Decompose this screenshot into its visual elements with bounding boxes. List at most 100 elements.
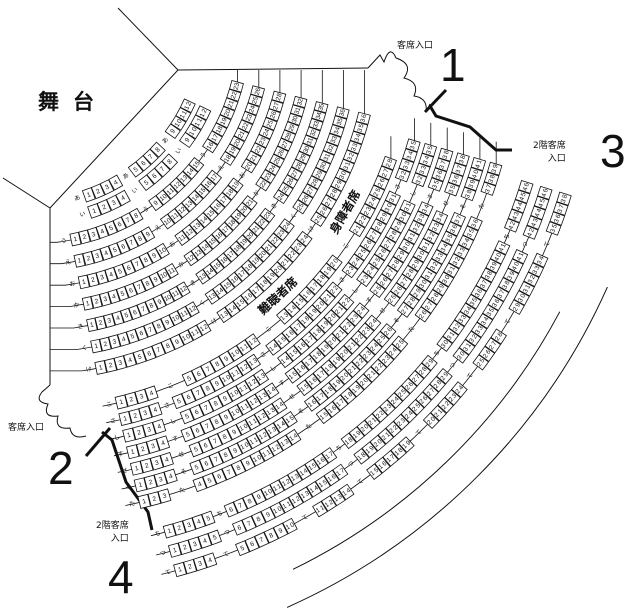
seat[interactable]: 14 — [196, 212, 212, 229]
seat[interactable]: 4 — [163, 468, 178, 485]
seat[interactable]: 24 — [278, 218, 295, 234]
seat[interactable]: 9 — [160, 314, 175, 331]
seat[interactable]: 38 — [460, 186, 477, 202]
seat[interactable]: 38 — [438, 147, 454, 162]
seat[interactable]: 23 — [357, 322, 375, 340]
seat[interactable]: 7 — [130, 256, 145, 272]
seat[interactable]: 9 — [148, 195, 164, 212]
seat[interactable]: 22 — [237, 119, 254, 134]
seat[interactable]: 24 — [386, 392, 404, 409]
seat[interactable]: 8 — [208, 395, 224, 412]
seat[interactable]: 18 — [297, 311, 314, 329]
seat[interactable]: 15 — [304, 458, 321, 475]
seat[interactable]: 30 — [394, 208, 412, 225]
seat[interactable]: 37 — [449, 211, 467, 227]
seat[interactable]: 1 — [73, 253, 86, 268]
seat[interactable]: 21 — [248, 221, 264, 237]
seat[interactable]: 28 — [490, 328, 507, 345]
seat[interactable]: 24 — [347, 253, 365, 270]
seat[interactable]: 12 — [183, 250, 199, 267]
seat[interactable]: 5 — [171, 393, 187, 410]
seat[interactable]: 34 — [532, 252, 549, 268]
seat[interactable]: 33 — [527, 262, 545, 278]
seat[interactable]: 10 — [282, 517, 298, 535]
seat[interactable]: 13 — [181, 196, 197, 213]
seat[interactable]: 18 — [211, 122, 228, 137]
seat[interactable]: 3 — [146, 438, 160, 454]
seat[interactable]: 15 — [315, 407, 333, 425]
seat[interactable]: 30 — [398, 238, 415, 254]
seat[interactable]: 21 — [363, 366, 380, 383]
seat[interactable]: 14 — [306, 481, 322, 498]
seat[interactable]: 13 — [195, 268, 211, 285]
seat[interactable]: 31 — [420, 267, 437, 283]
seat[interactable]: 19 — [230, 208, 246, 225]
seat[interactable]: 23 — [259, 207, 276, 223]
seat[interactable]: 5 — [235, 540, 250, 557]
seat[interactable]: 24 — [258, 125, 275, 140]
seat[interactable]: 35 — [421, 143, 438, 157]
seat[interactable]: 19 — [215, 114, 232, 129]
seat[interactable]: 36 — [445, 221, 462, 237]
seat[interactable]: 17 — [332, 394, 349, 412]
seat[interactable]: 29 — [330, 176, 347, 192]
seat[interactable]: 34 — [329, 124, 345, 138]
seat[interactable]: 14 — [283, 300, 301, 318]
seat[interactable]: 7 — [143, 322, 158, 338]
seat[interactable]: 15 — [273, 332, 290, 350]
seat[interactable]: 33 — [470, 321, 488, 338]
seat[interactable]: 32 — [422, 228, 440, 245]
seat[interactable]: 10 — [155, 189, 171, 206]
seat[interactable]: 14 — [224, 300, 241, 318]
seat[interactable]: 10 — [170, 115, 187, 131]
seat[interactable]: 34 — [349, 130, 366, 145]
seat[interactable]: 18 — [229, 240, 246, 257]
seat[interactable]: 23 — [356, 270, 373, 288]
seat[interactable]: 26 — [414, 306, 432, 323]
seat[interactable]: 34 — [436, 239, 453, 256]
seat[interactable]: 7 — [198, 399, 214, 416]
seat[interactable]: 28 — [426, 289, 444, 306]
seat[interactable]: 26 — [375, 273, 393, 290]
seat[interactable]: 9 — [209, 375, 225, 392]
seat[interactable]: 19 — [319, 262, 337, 279]
seat[interactable]: 8 — [200, 380, 216, 397]
seat[interactable]: 22 — [337, 293, 355, 311]
seat[interactable]: 12 — [195, 105, 212, 121]
seat[interactable]: 21 — [223, 97, 239, 111]
seat[interactable]: 25 — [407, 399, 425, 416]
seat[interactable]: 21 — [241, 195, 258, 211]
seat[interactable]: 1 — [81, 187, 96, 203]
seat[interactable]: 23 — [345, 310, 363, 327]
seat[interactable]: 14 — [338, 483, 355, 501]
seat[interactable]: 2 — [99, 336, 112, 352]
seat[interactable]: 17 — [301, 331, 318, 348]
seat[interactable]: 20 — [240, 158, 257, 174]
seat[interactable]: 33 — [427, 219, 444, 235]
seat[interactable]: 34 — [402, 148, 418, 163]
seat[interactable]: 19 — [247, 253, 264, 269]
seat[interactable]: 15 — [194, 183, 210, 200]
seat[interactable]: 2 — [147, 491, 162, 507]
seat[interactable]: 24 — [364, 314, 382, 332]
seat[interactable]: 3 — [95, 269, 109, 285]
seat[interactable]: 1 — [137, 493, 151, 509]
seat[interactable]: 31 — [302, 134, 318, 148]
seat[interactable]: 22 — [338, 317, 356, 335]
seat[interactable]: 28 — [401, 264, 419, 281]
seat[interactable]: 11 — [269, 479, 285, 496]
seat[interactable]: 1 — [129, 460, 144, 476]
seat[interactable]: 29 — [407, 256, 424, 272]
seat[interactable]: 3 — [103, 313, 116, 328]
seat[interactable]: 25 — [472, 354, 490, 371]
seat[interactable]: 46 — [537, 185, 553, 200]
seat[interactable]: 8 — [209, 355, 226, 373]
seat[interactable]: 20 — [323, 309, 341, 326]
seat[interactable]: 31 — [399, 199, 416, 215]
seat[interactable]: 18 — [241, 259, 257, 276]
seat[interactable]: 23 — [229, 80, 244, 93]
seat[interactable]: 11 — [162, 183, 179, 200]
seat[interactable]: 10 — [227, 404, 244, 421]
seat[interactable]: 29 — [284, 121, 300, 135]
seat[interactable]: 5 — [138, 174, 155, 192]
